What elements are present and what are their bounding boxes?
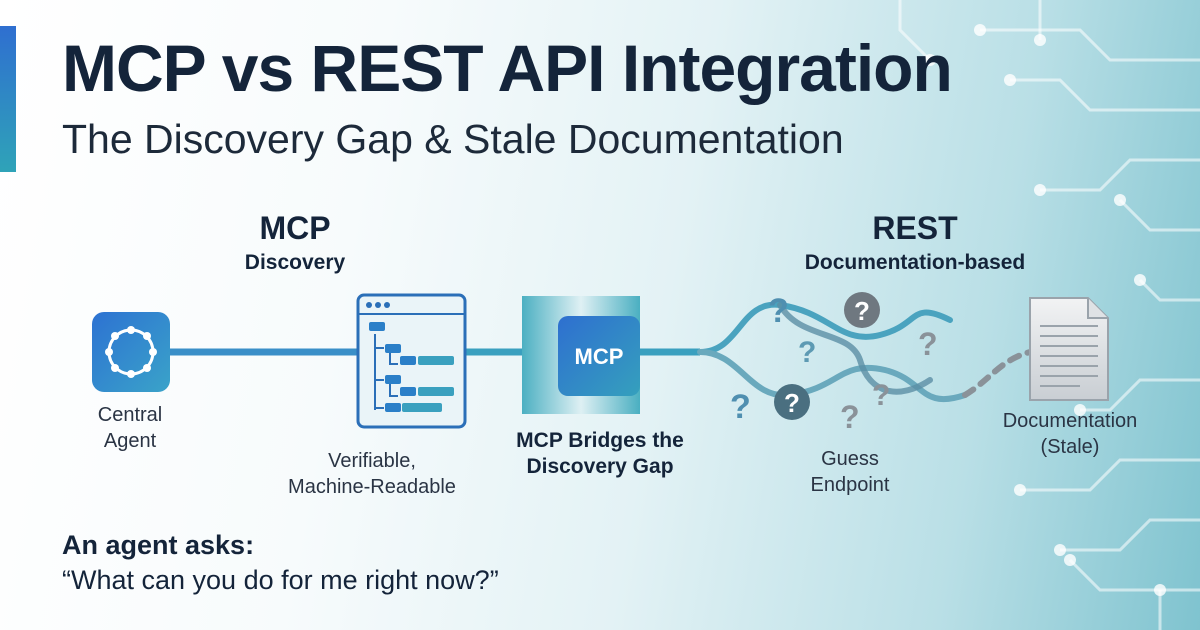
bridge-label: MCP Bridges the Discovery Gap: [516, 429, 684, 478]
accent-bar: [0, 26, 16, 172]
svg-text:?: ?: [840, 399, 860, 435]
mcp-chip-label: MCP: [575, 344, 624, 369]
agent-question-quote: “What can you do for me right now?”: [62, 565, 499, 595]
mcp-subheading: Discovery: [244, 251, 346, 274]
svg-text:?: ?: [854, 296, 870, 326]
rest-heading: REST: [872, 210, 958, 246]
page-title: MCP vs REST API Integration: [62, 31, 953, 105]
schema-label: Verifiable, Machine-Readable: [288, 450, 456, 498]
document-icon: [1029, 297, 1109, 401]
mcp-section-heading: MCP Discovery: [200, 210, 390, 275]
svg-text:?: ?: [784, 388, 800, 418]
rest-tangled-paths: [697, 301, 1033, 403]
stale-documentation-label: Documentation (Stale): [1002, 410, 1138, 458]
rest-section-heading: REST Documentation-based: [760, 210, 1070, 275]
svg-text:?: ?: [872, 379, 890, 412]
schema-window-icon: [356, 293, 467, 429]
rest-subheading: Documentation-based: [804, 251, 1026, 274]
guess-endpoint-label: Guess Endpoint: [810, 448, 890, 496]
agent-question-heading: An agent asks:: [62, 530, 255, 560]
mcp-bridge: MCP: [522, 296, 640, 414]
page-subtitle: The Discovery Gap & Stale Documentation: [62, 116, 844, 162]
mcp-heading: MCP: [259, 210, 331, 246]
svg-text:?: ?: [798, 336, 816, 369]
svg-text:?: ?: [918, 326, 938, 362]
question-mark-icon: ? ? ? ? ? ? ? ?: [730, 292, 938, 435]
svg-text:?: ?: [768, 292, 789, 330]
agent-label: Central Agent: [97, 404, 163, 452]
mcp-chip: [558, 316, 640, 396]
agent-hub-icon: [92, 312, 170, 392]
svg-text:?: ?: [730, 388, 751, 426]
agent-question-block: An agent asks: “What can you do for me r…: [62, 530, 499, 596]
